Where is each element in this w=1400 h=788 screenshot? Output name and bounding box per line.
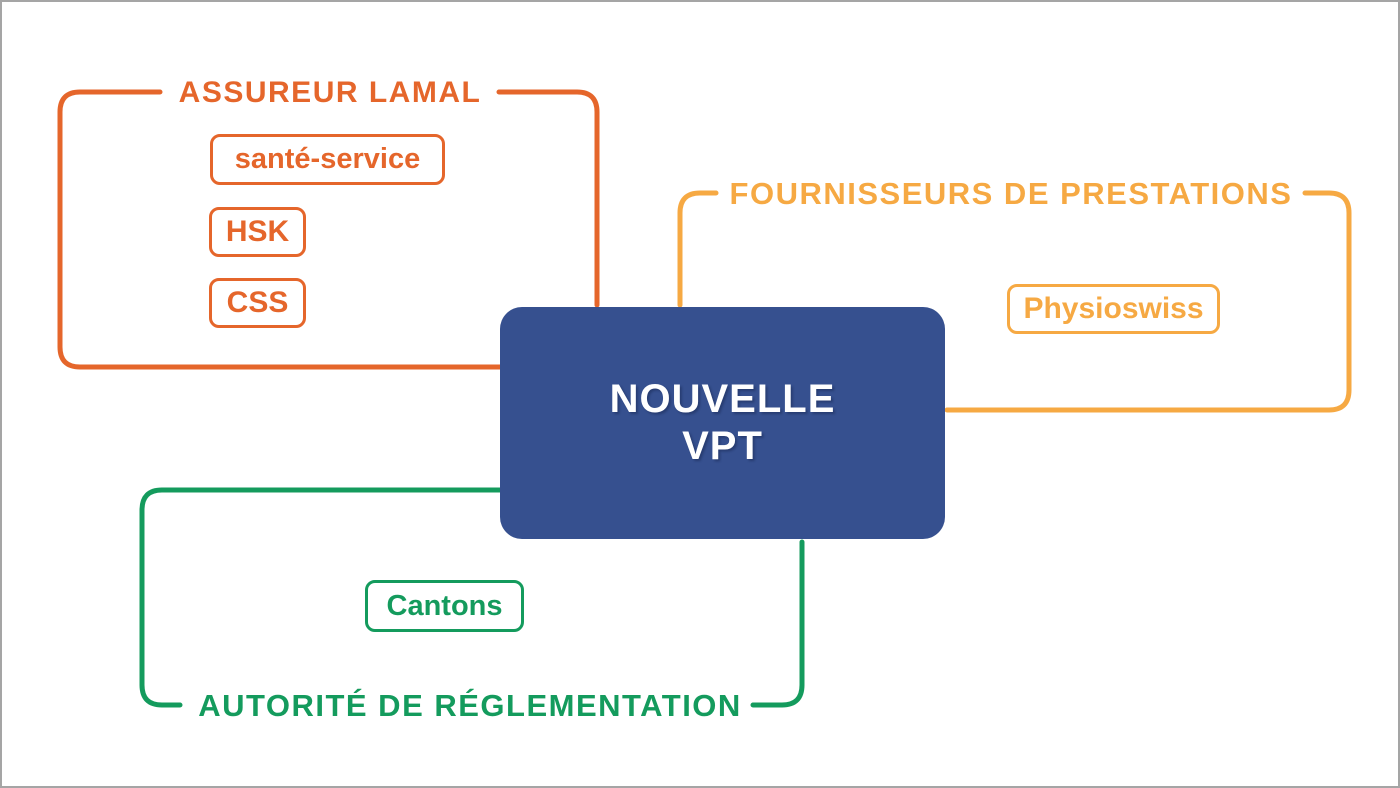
node-physioswiss-label: Physioswiss <box>1023 292 1204 325</box>
central-node-nouvelle-vpt: NOUVELLE VPT <box>500 307 945 539</box>
connector-assureur-right <box>496 89 600 308</box>
node-css: CSS <box>209 278 306 328</box>
group-title-fournisseurs-de-prestations: FOURNISSEURS DE PRESTATIONS <box>729 176 1293 211</box>
node-physioswiss: Physioswiss <box>1007 284 1220 334</box>
node-hsk: HSK <box>209 207 306 257</box>
node-cantons-label: Cantons <box>386 589 503 622</box>
node-css-label: CSS <box>226 286 289 319</box>
node-cantons: Cantons <box>365 580 524 632</box>
group-title-autorite-de-reglementation: AUTORITÉ DE RÉGLEMENTATION <box>198 688 742 723</box>
node-sante-service-label: santé-service <box>234 143 421 175</box>
connector-autorite-right <box>750 539 805 708</box>
central-node-title-line2: VPT <box>682 424 763 468</box>
connector-fournisseurs-left <box>677 190 719 308</box>
group-title-assureur-lamal: ASSUREUR LAMAL <box>178 76 482 109</box>
node-sante-service: santé-service <box>210 134 445 185</box>
central-node-title-line1: NOUVELLE <box>609 376 836 421</box>
node-hsk-label: HSK <box>225 215 290 248</box>
